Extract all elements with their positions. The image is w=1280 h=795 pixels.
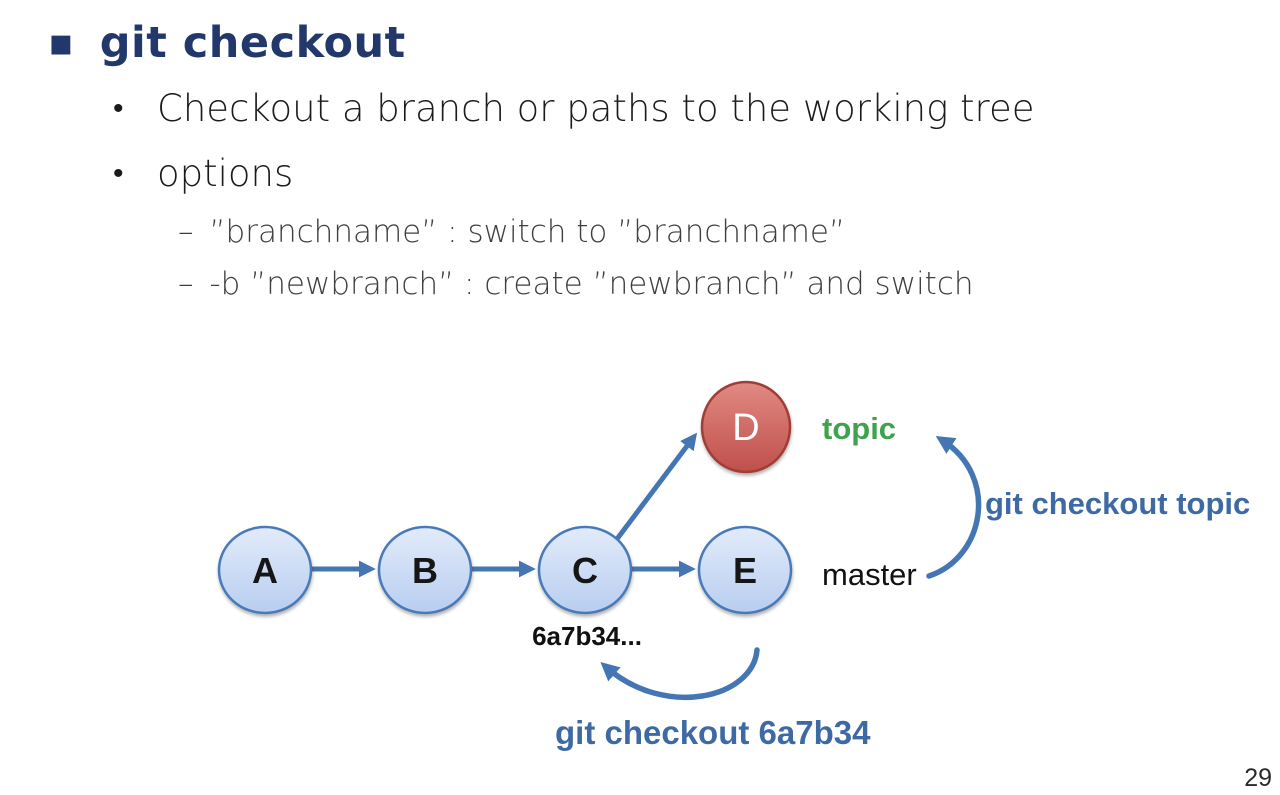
command-label-checkout-hash: git checkout 6a7b34 [555,714,871,751]
square-bullet-icon: ▪ [48,20,74,64]
bullet-dot-icon: • [113,156,124,191]
commit-node-d: D [700,380,792,474]
commit-node-c: C [537,525,633,615]
commit-circle [377,525,473,615]
dash-bullet-icon: – [178,214,194,250]
dash-bullet-icon: – [178,266,194,302]
sub-bullet-branchname: – ”branchname” : switch to ”branchname” [178,212,845,252]
bullet-dot-icon: • [113,91,124,126]
sub-bullet-newbranch: – -b ”newbranch” : create ”newbranch” an… [178,264,974,304]
slide-title-row: ▪ git checkout [48,14,406,72]
commit-node-e: E [697,525,793,615]
commit-label: E [733,550,757,591]
commit-circle [537,525,633,615]
page-number: 29 [1244,764,1272,792]
bullet-text: Checkout a branch or paths to the workin… [157,87,1035,130]
commit-hash-label: 6a7b34... [532,621,642,651]
commit-label: B [412,550,438,591]
commit-circle [700,380,792,474]
page-title: git checkout [99,18,406,68]
commit-label: A [252,550,278,591]
bullet-item-checkout: • Checkout a branch or paths to the work… [113,86,1035,132]
sub-bullet-text: -b ”newbranch” : create ”newbranch” and … [209,266,974,302]
commit-circle [697,525,793,615]
branch-label-topic: topic [822,411,896,446]
commit-node-a: A [217,525,313,615]
bullet-item-options: • options [113,151,293,197]
sub-bullet-text: ”branchname” : switch to ”branchname” [209,214,846,250]
checkout-hash-arrow [600,647,760,701]
command-label-checkout-topic: git checkout topic [985,486,1250,521]
commit-node-b: B [377,525,473,615]
branch-label-master: master [822,557,917,592]
checkout-topic-arrow [926,435,982,579]
bullet-text: options [157,152,294,195]
edge-c-d [615,432,698,541]
commit-label: C [572,550,598,591]
commit-circle [217,525,313,615]
commit-label: D [732,407,759,449]
